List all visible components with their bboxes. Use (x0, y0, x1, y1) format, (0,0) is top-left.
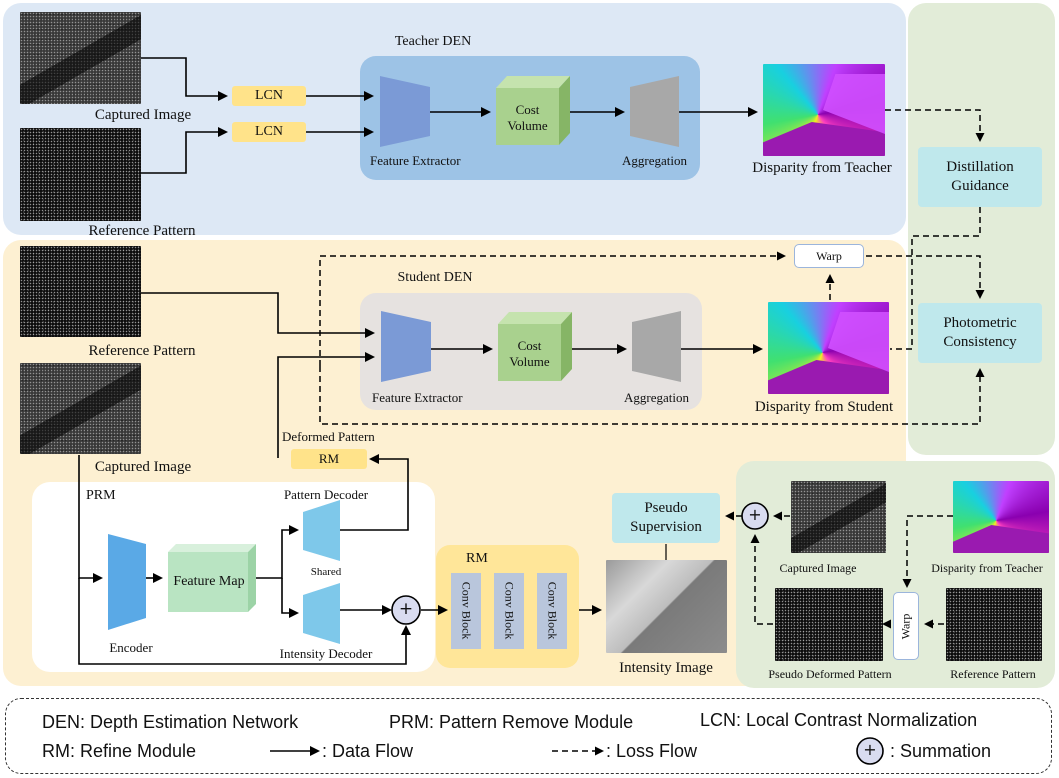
legend-prm: PRM: Pattern Remove Module (389, 712, 634, 732)
feature-map-shape (168, 544, 256, 612)
student-aggregation-label: Aggregation (624, 390, 689, 405)
pattern-decoder-shape (303, 500, 340, 561)
student-feature-extractor-label: Feature Extractor (372, 390, 463, 405)
teacher-reference-pattern (20, 128, 141, 221)
teacher-lcn-2: LCN (232, 122, 306, 142)
pseudo-captured-image-label: Captured Image (779, 561, 857, 575)
legend-sum-shape (856, 737, 884, 765)
encoder-label: Encoder (109, 640, 153, 655)
student-reference-pattern-label: Reference Pattern (88, 343, 196, 359)
student-reference-pattern (20, 246, 141, 337)
teacher-disparity-image (763, 64, 885, 156)
legend-loss-flow: : Loss Flow (606, 741, 698, 761)
legend-rm: RM: Refine Module (42, 741, 197, 761)
pseudo-supervision-box: Pseudo Supervision (612, 493, 720, 543)
loss-panel (908, 3, 1055, 455)
warp-box: Warp (794, 244, 864, 268)
teacher-den-title: Teacher DEN (394, 34, 472, 49)
teacher-aggregation-label: Aggregation (622, 153, 687, 168)
pseudo-warp-box: Warp (893, 592, 919, 660)
legend-box (5, 698, 1052, 774)
distillation-guidance-box: Distillation Guidance (918, 147, 1042, 207)
pseudo-deformed-pattern-label: Pseudo Deformed Pattern (768, 667, 892, 681)
legend-den: DEN: Depth Estimation Network (42, 712, 299, 732)
teacher-reference-pattern-label: Reference Pattern (88, 223, 196, 239)
teacher-cost-volume-label: Cost Volume (507, 101, 548, 133)
intensity-image-label: Intensity Image (619, 660, 713, 676)
legend-data-flow: : Data Flow (322, 741, 414, 761)
pseudo-deformed-pattern-image (775, 588, 883, 661)
teacher-captured-image-label: Captured Image (94, 107, 192, 123)
student-disparity-image (768, 302, 889, 394)
conv-block-3: Conv Block (537, 573, 567, 649)
conv-block-2-label: Conv Block (502, 582, 517, 640)
teacher-feature-extractor-label: Feature Extractor (370, 153, 461, 168)
teacher-disparity-label: Disparity from Teacher (752, 160, 892, 176)
teacher-aggregation-shape (630, 76, 679, 147)
student-disparity-label: Disparity from Student (754, 399, 894, 415)
refine-module-title: RM (466, 551, 488, 566)
legend-lcn: LCN: Local Contrast Normalization (700, 710, 978, 730)
legend-summation: : Summation (890, 741, 992, 761)
student-den-title: Student DEN (397, 270, 473, 285)
teacher-captured-image (20, 12, 141, 104)
pseudo-disparity-image (953, 481, 1049, 553)
pseudo-reference-pattern-image (946, 588, 1042, 661)
intensity-image (606, 560, 727, 653)
student-captured-image-label: Captured Image (94, 459, 192, 475)
student-captured-image (20, 363, 141, 454)
conv-block-1-label: Conv Block (459, 582, 474, 640)
shared-label: Shared (310, 566, 342, 578)
student-cost-volume-label: Cost Volume (509, 337, 550, 369)
student-cost-volume-shape (498, 312, 572, 381)
pseudo-disparity-label: Disparity from Teacher (931, 561, 1043, 575)
student-aggregation-shape (632, 311, 681, 382)
teacher-feature-extractor-shape (380, 76, 430, 147)
intensity-decoder-label: Intensity Decoder (279, 646, 373, 661)
prm-sum-shape (391, 595, 421, 625)
prm-sum-symbol: + (398, 599, 414, 619)
prm-title: PRM (86, 488, 116, 503)
pseudo-sum-symbol: + (748, 505, 762, 524)
photometric-consistency-box: Photometric Consistency (918, 303, 1042, 363)
pseudo-reference-pattern-label: Reference Pattern (950, 667, 1036, 681)
student-feature-extractor-shape (381, 311, 431, 382)
teacher-cost-volume-shape (496, 76, 570, 145)
conv-block-3-label: Conv Block (545, 582, 560, 640)
prm-encoder-shape (108, 534, 146, 630)
legend-sum-symbol: + (863, 740, 877, 759)
pattern-decoder-label: Pattern Decoder (283, 487, 369, 502)
pseudo-captured-image (791, 481, 886, 553)
intensity-decoder-shape (303, 583, 340, 644)
pseudo-warp-label: Warp (898, 613, 913, 639)
teacher-lcn-1: LCN (232, 86, 306, 106)
conv-block-2: Conv Block (494, 573, 524, 649)
conv-block-1: Conv Block (451, 573, 481, 649)
feature-map-label: Feature Map (173, 574, 245, 590)
student-rm-box: RM (291, 449, 367, 469)
deformed-pattern-label: Deformed Pattern (282, 429, 375, 444)
